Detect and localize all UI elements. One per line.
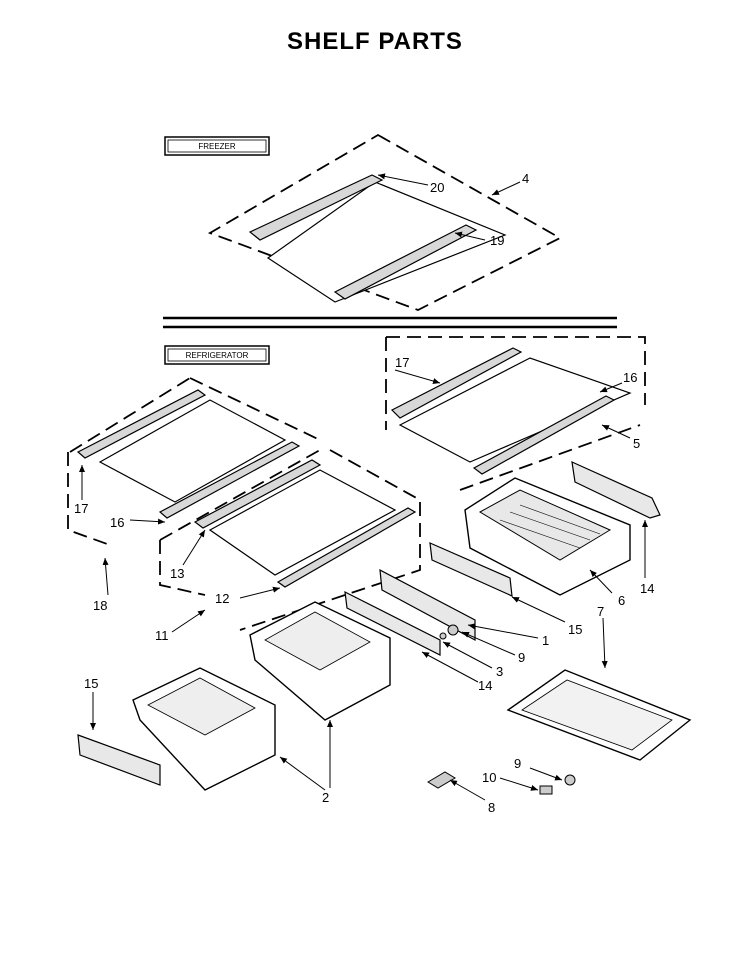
- section-divider: [163, 316, 617, 329]
- callout-9-lower: 9: [514, 756, 521, 771]
- callout-leaders: [79, 173, 648, 801]
- page-title: SHELF PARTS: [287, 28, 463, 55]
- callout-3: 3: [496, 664, 503, 679]
- callout-14-right: 14: [640, 581, 654, 596]
- callout-10: 10: [482, 770, 496, 785]
- callout-15-left: 15: [84, 676, 98, 691]
- callout-19: 19: [490, 233, 504, 248]
- upper-right-shelf-assembly: [385, 336, 646, 491]
- drawer-cover: [506, 669, 692, 761]
- callout-15-right: 15: [568, 622, 582, 637]
- freezer-shelf-assembly: [207, 133, 562, 311]
- callout-4: 4: [522, 171, 529, 186]
- callout-13: 13: [170, 566, 184, 581]
- callout-1: 1: [542, 633, 549, 648]
- freezer-label: FREEZER: [198, 142, 236, 151]
- callout-11: 11: [155, 628, 169, 643]
- freezer-section-label: FREEZER: [164, 136, 270, 156]
- callout-18: 18: [93, 598, 107, 613]
- callout-16-upper: 16: [623, 370, 637, 385]
- callout-9-upper: 9: [518, 650, 525, 665]
- callout-5: 5: [633, 436, 640, 451]
- callout-6: 6: [618, 593, 625, 608]
- left-shelf-assembly: [67, 377, 321, 546]
- callout-2: 2: [322, 790, 329, 805]
- small-hardware: [427, 624, 576, 795]
- refrigerator-section-label: REFRIGERATOR: [164, 345, 270, 365]
- callout-14-lower: 14: [478, 678, 492, 693]
- callout-17-upper: 17: [395, 355, 409, 370]
- callout-12: 12: [215, 591, 229, 606]
- crisper-drawers: [132, 601, 391, 791]
- callout-8: 8: [488, 800, 495, 815]
- drawer-slide-rails: [77, 461, 661, 786]
- callout-20: 20: [430, 180, 444, 195]
- callout-17-left: 17: [74, 501, 88, 516]
- callout-7: 7: [597, 604, 604, 619]
- middle-shelf-assembly: [159, 449, 421, 631]
- deli-drawer: [464, 477, 631, 596]
- callout-16-left: 16: [110, 515, 124, 530]
- refrigerator-label: REFRIGERATOR: [186, 351, 249, 360]
- callout-numbers: 4 20 19 17 16 5 17 16 13 12 18 11 14 6 1…: [74, 171, 654, 815]
